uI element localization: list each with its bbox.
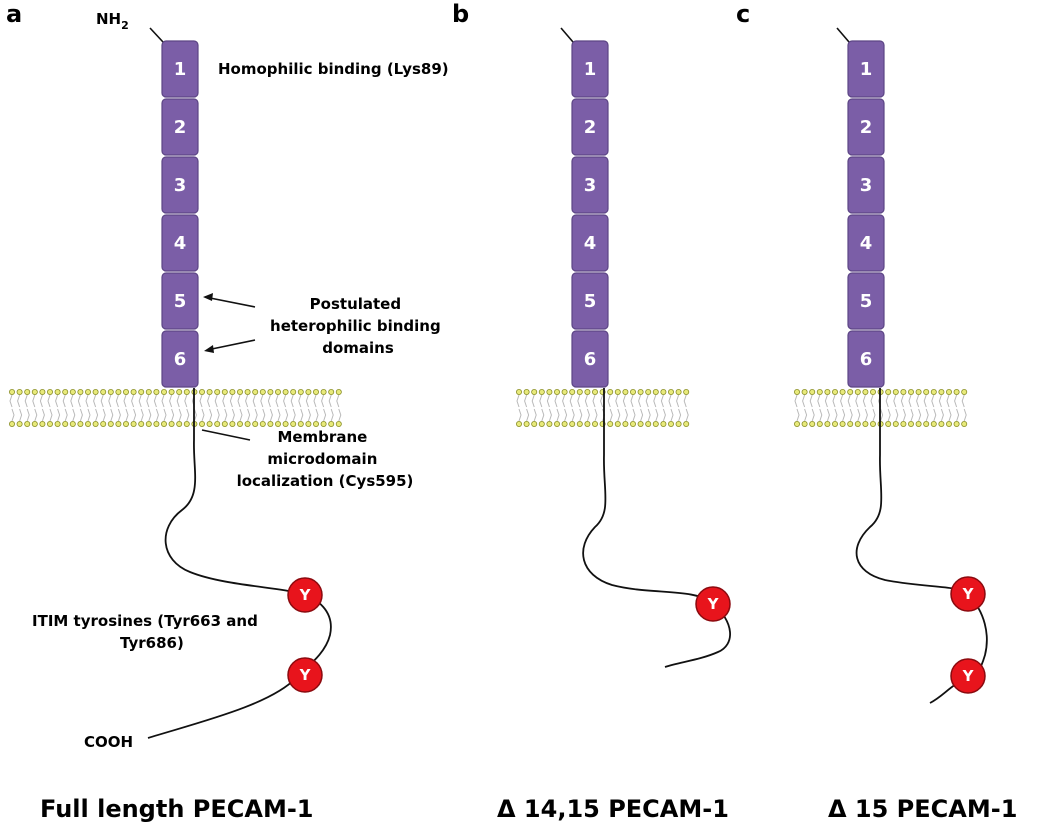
domain-stack-c: 1 2 3 4 5 6 — [847, 40, 885, 388]
panel-c-letter: c — [736, 0, 750, 28]
membrane-bilayer-b — [516, 388, 690, 427]
n-terminus-label: NH2 — [96, 10, 129, 32]
n-terminus-text: NH — [96, 10, 121, 28]
cytoplasmic-tail-b — [582, 388, 731, 668]
domain-number: 2 — [584, 117, 597, 138]
domain-number: 3 — [860, 175, 873, 196]
n-terminus-subscript: 2 — [121, 19, 129, 32]
caption-a: Full length PECAM-1 — [40, 795, 314, 823]
domain-6: 6 — [847, 330, 885, 388]
homophilic-binding-label: Homophilic binding (Lys89) — [218, 60, 449, 78]
heterophilic-line-1: Postulated — [310, 295, 401, 313]
arrow-head — [203, 293, 213, 301]
domain-4: 4 — [571, 214, 609, 272]
panel-b-letter: b — [452, 0, 469, 28]
tyrosine-label: Y — [299, 586, 312, 604]
tyrosine-label: Y — [962, 667, 975, 685]
panel-a-letter: a — [6, 0, 22, 28]
tyrosine-1: Y — [695, 586, 731, 622]
tyrosine-label: Y — [962, 585, 975, 603]
domain-6: 6 — [571, 330, 609, 388]
domain-stack-b: 1 2 3 4 5 6 — [571, 40, 609, 388]
panel-a: a NH2 1 2 3 4 5 6 Y Y COOH Homophilic bi… — [6, 0, 449, 823]
domain-3: 3 — [571, 156, 609, 214]
domain-number: 5 — [860, 291, 873, 312]
domain-4: 4 — [847, 214, 885, 272]
membrane-label: Membrane microdomain localization (Cys59… — [237, 428, 414, 490]
panel-c: c 1 2 3 4 5 6 Y Y Δ 15 PECAM-1 — [736, 0, 1017, 823]
itim-line-1: ITIM tyrosines (Tyr663 and — [32, 612, 258, 630]
domain-1: 1 — [161, 40, 199, 98]
n-terminus-stub — [836, 27, 850, 43]
tyrosine-2: Y — [950, 658, 986, 694]
tyrosine-label: Y — [299, 666, 312, 684]
heterophilic-line-2: heterophilic binding — [270, 317, 441, 335]
domain-4: 4 — [161, 214, 199, 272]
membrane-line-1: Membrane — [277, 428, 367, 446]
itim-label: ITIM tyrosines (Tyr663 and Tyr686) — [32, 612, 263, 652]
n-terminus-stub — [149, 27, 164, 43]
domain-5: 5 — [161, 272, 199, 330]
domain-5: 5 — [847, 272, 885, 330]
domain-number: 2 — [174, 117, 187, 138]
panel-b: b 1 2 3 4 5 6 Y Δ 14,15 PECAM-1 — [452, 0, 731, 823]
domain-number: 4 — [860, 233, 873, 254]
domain-number: 1 — [584, 59, 597, 80]
domain-2: 2 — [161, 98, 199, 156]
domain-1: 1 — [847, 40, 885, 98]
arrow-domain-5 — [204, 296, 256, 308]
domain-number: 4 — [174, 233, 187, 254]
arrow-domain-6 — [206, 339, 256, 351]
tyrosine-1: Y — [287, 577, 323, 613]
membrane-line-3: localization (Cys595) — [237, 472, 414, 490]
tyrosine-1: Y — [950, 576, 986, 612]
membrane-bilayer-c — [794, 388, 968, 427]
arrow-membrane — [201, 429, 251, 441]
tyrosine-2: Y — [287, 657, 323, 693]
domain-2: 2 — [571, 98, 609, 156]
domain-number: 1 — [860, 59, 873, 80]
domain-number: 4 — [584, 233, 597, 254]
domain-number: 6 — [860, 349, 873, 370]
c-terminus-label: COOH — [84, 733, 133, 751]
domain-6: 6 — [161, 330, 199, 388]
n-terminus-stub — [560, 27, 574, 43]
domain-number: 3 — [584, 175, 597, 196]
domain-3: 3 — [161, 156, 199, 214]
itim-line-2: Tyr686) — [120, 634, 184, 652]
heterophilic-line-3: domains — [322, 339, 394, 357]
caption-c: Δ 15 PECAM-1 — [828, 795, 1017, 823]
domain-3: 3 — [847, 156, 885, 214]
domain-1: 1 — [571, 40, 609, 98]
domain-2: 2 — [847, 98, 885, 156]
domain-number: 5 — [174, 291, 187, 312]
domain-stack-a: 1 2 3 4 5 6 — [161, 40, 199, 388]
domain-number: 3 — [174, 175, 187, 196]
domain-5: 5 — [571, 272, 609, 330]
domain-number: 5 — [584, 291, 597, 312]
membrane-bilayer-a — [8, 388, 342, 427]
heterophilic-label: Postulated heterophilic binding domains — [270, 295, 446, 357]
domain-number: 1 — [174, 59, 187, 80]
tyrosine-label: Y — [707, 595, 720, 613]
cytoplasmic-tail-c — [855, 388, 988, 704]
domain-number: 6 — [584, 349, 597, 370]
domain-number: 6 — [174, 349, 187, 370]
arrow-head — [204, 345, 214, 353]
caption-b: Δ 14,15 PECAM-1 — [497, 795, 729, 823]
domain-number: 2 — [860, 117, 873, 138]
membrane-line-2: microdomain — [267, 450, 377, 468]
